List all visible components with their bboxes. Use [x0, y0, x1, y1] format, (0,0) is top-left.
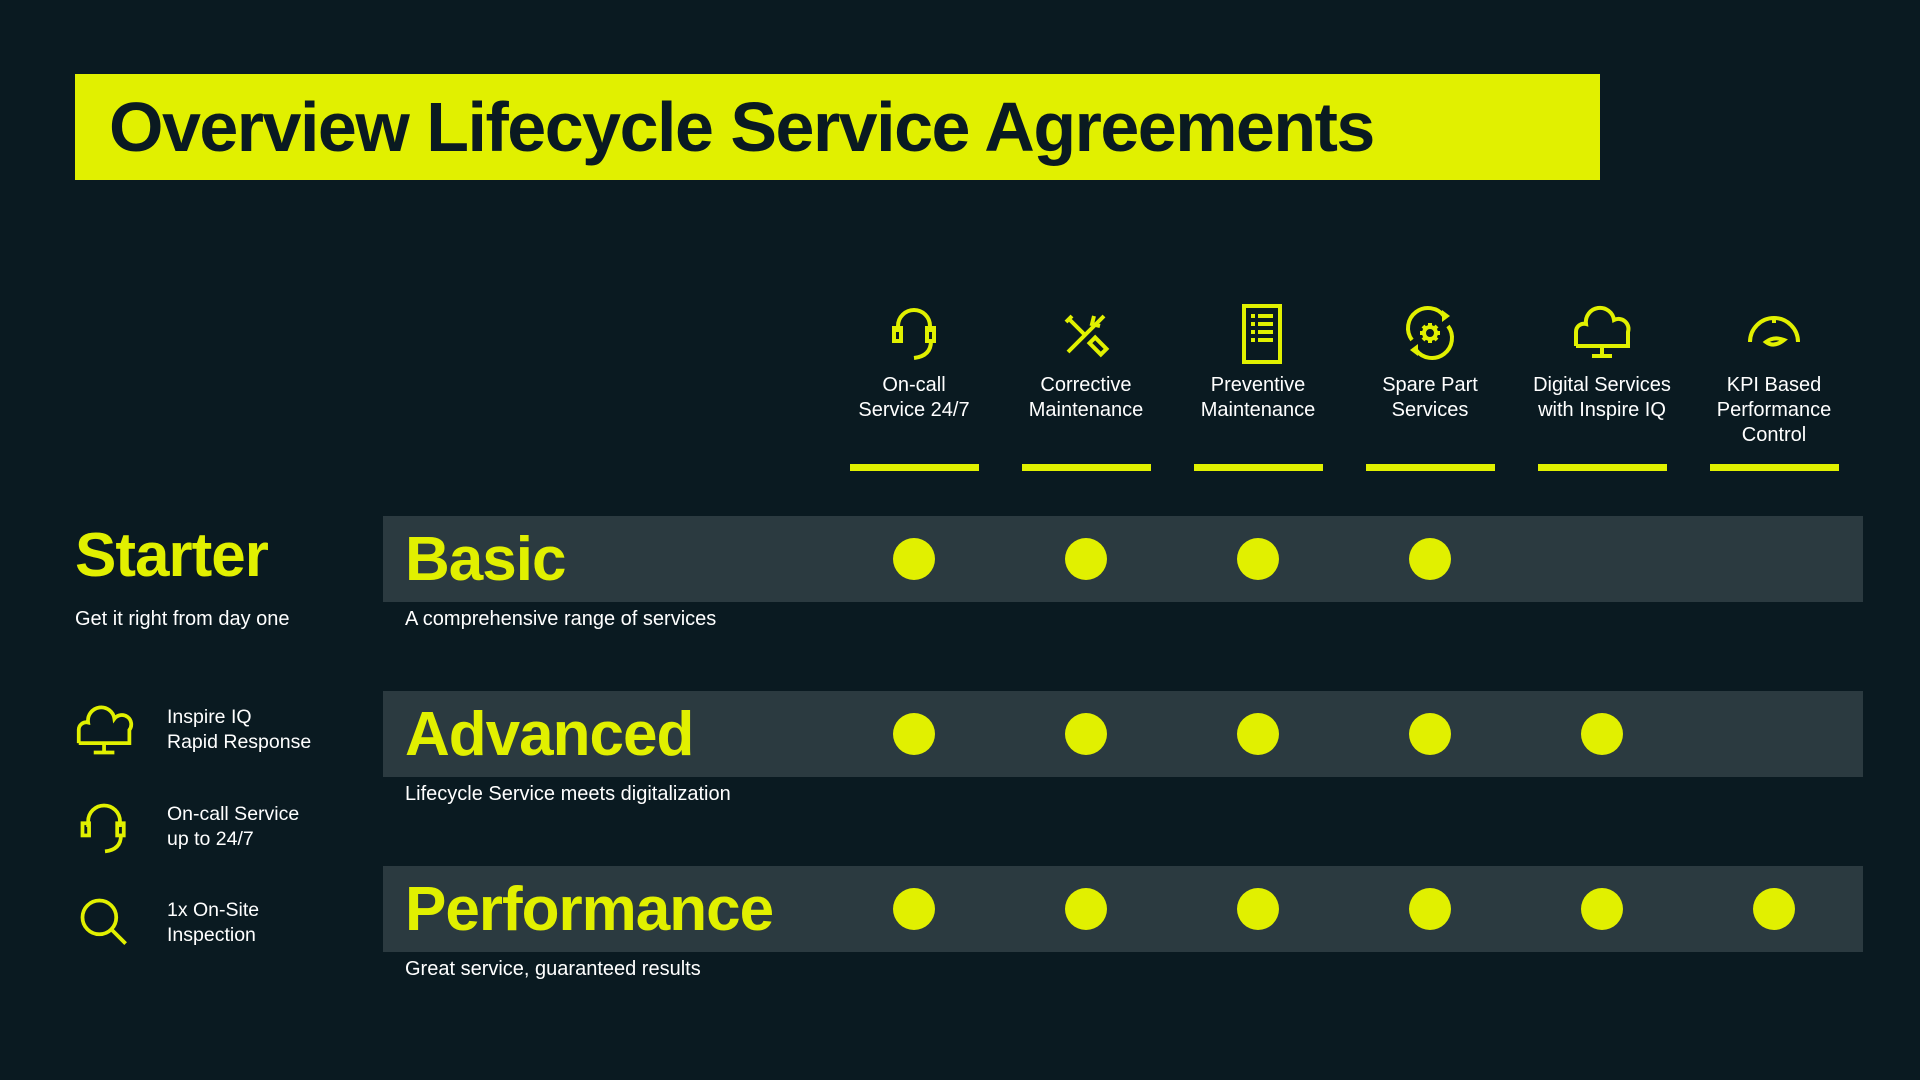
included-dot — [1409, 538, 1451, 580]
search-icon — [80, 898, 127, 945]
tier-name: Basic — [405, 525, 566, 594]
starter-feature-inspire-iq: Inspire IQ Rapid Response — [75, 700, 375, 760]
column-label: On-call Service 24/7 — [858, 374, 970, 421]
included-dot — [893, 713, 935, 755]
headset-icon — [80, 803, 126, 854]
tier-description: Great service, guaranteed results — [405, 958, 701, 980]
cloud-monitor-icon — [76, 705, 134, 755]
starter-feature-inspection: 1x On-Site Inspection — [75, 893, 375, 953]
included-dot — [1581, 888, 1623, 930]
starter-feature-on-call: On-call Service up to 24/7 — [75, 797, 375, 857]
column-underline — [1710, 464, 1839, 471]
tier-name: Advanced — [405, 700, 694, 769]
cloud-monitor-icon — [1574, 305, 1631, 358]
included-dot — [1753, 888, 1795, 930]
included-dot — [1237, 538, 1279, 580]
column-label: Digital Services with Inspire IQ — [1533, 374, 1671, 421]
feature-label: Inspire IQ Rapid Response — [167, 706, 312, 753]
tools-icon — [1064, 314, 1110, 358]
column-header-kpi: KPI Based Performance Control — [1688, 300, 1860, 448]
column-underline — [850, 464, 979, 471]
included-dot — [1237, 713, 1279, 755]
starter-subtitle: Get it right from day one — [75, 608, 290, 630]
column-header-preventive: Preventive Maintenance — [1172, 300, 1344, 423]
column-header-digital: Digital Services with Inspire IQ — [1516, 300, 1688, 423]
included-dot — [1409, 888, 1451, 930]
checklist-icon — [1242, 304, 1282, 364]
gear-refresh-icon — [1406, 306, 1454, 360]
column-underline — [1538, 464, 1667, 471]
included-dot — [1065, 538, 1107, 580]
column-header-on-call: On-call Service 24/7 — [828, 300, 1000, 423]
feature-label: 1x On-Site Inspection — [167, 899, 260, 946]
column-label: Corrective Maintenance — [1028, 374, 1144, 421]
column-label: Spare Part Services — [1382, 374, 1478, 421]
tier-description: A comprehensive range of services — [405, 608, 717, 630]
starter-title: Starter — [75, 521, 269, 590]
tier-description: Lifecycle Service meets digitalization — [405, 783, 731, 805]
feature-label: On-call Service up to 24/7 — [167, 803, 300, 850]
gauge-icon — [1748, 316, 1800, 347]
title-banner: Overview Lifecycle Service Agreements — [75, 74, 1600, 180]
column-underline — [1366, 464, 1495, 471]
column-underline — [1194, 464, 1323, 471]
column-header-spare-parts: Spare Part Services — [1344, 300, 1516, 423]
tier-row-performance: Performance — [383, 866, 1863, 952]
column-label: Preventive Maintenance — [1200, 374, 1316, 421]
included-dot — [1065, 888, 1107, 930]
headset-icon — [892, 308, 936, 360]
included-dot — [893, 888, 935, 930]
page-title: Overview Lifecycle Service Agreements — [109, 88, 1375, 166]
included-dot — [1409, 713, 1451, 755]
included-dot — [1065, 713, 1107, 755]
column-header-corrective: Corrective Maintenance — [1000, 300, 1172, 423]
tier-row-basic: Basic — [383, 516, 1863, 602]
column-label: KPI Based Performance Control — [1716, 374, 1832, 446]
tier-name: Performance — [405, 875, 774, 944]
tier-row-advanced: Advanced — [383, 691, 1863, 777]
included-dot — [1237, 888, 1279, 930]
included-dot — [1581, 713, 1623, 755]
column-underline — [1022, 464, 1151, 471]
included-dot — [893, 538, 935, 580]
